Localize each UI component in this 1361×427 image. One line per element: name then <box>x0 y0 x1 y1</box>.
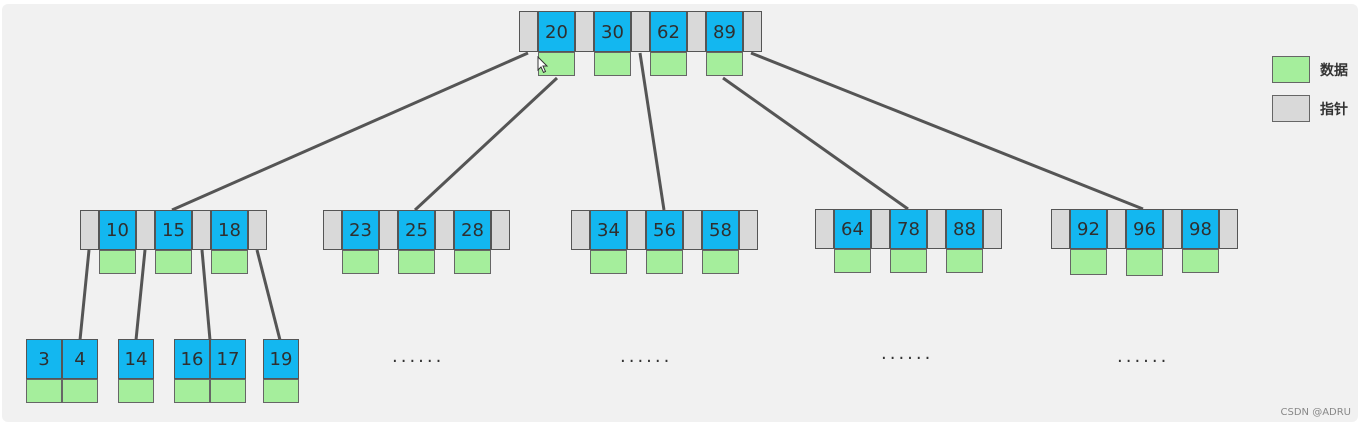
root-data-cell <box>650 52 687 76</box>
pointer-cell <box>379 210 398 250</box>
key-cell: 96 <box>1126 209 1163 249</box>
pointer-cell <box>627 210 646 250</box>
pointer-cell <box>323 210 342 250</box>
key-cell: 98 <box>1182 209 1219 249</box>
root-pointer-cell <box>519 11 538 52</box>
pointer-cell <box>491 210 510 250</box>
leaf-key-cell: 16 <box>174 339 210 379</box>
pointer-cell <box>1219 209 1238 249</box>
root-data-cell <box>706 52 743 76</box>
leaf-key-cell: 3 <box>26 339 62 379</box>
key-cell: 18 <box>211 210 248 250</box>
data-cell <box>1182 249 1219 273</box>
pointer-cell <box>871 209 890 249</box>
legend-data-swatch <box>1272 56 1310 83</box>
pointer-cell <box>815 209 834 249</box>
leaf-data-cell <box>263 379 299 403</box>
leaf-key-cell: 4 <box>62 339 98 379</box>
leaf-key-cell: 14 <box>118 339 154 379</box>
data-cell <box>99 250 136 274</box>
key-cell: 23 <box>342 210 379 250</box>
root-pointer-cell <box>575 11 594 52</box>
pointer-cell <box>136 210 155 250</box>
pointer-cell <box>80 210 99 250</box>
edge-node-10-to-leaf-16-17 <box>200 249 212 341</box>
root-key-cell: 89 <box>706 11 743 52</box>
data-cell <box>946 249 983 273</box>
key-cell: 58 <box>702 210 739 250</box>
key-cell: 88 <box>946 209 983 249</box>
edge-root-to-node-23-25-28 <box>413 76 559 212</box>
root-key-cell: 30 <box>594 11 631 52</box>
edge-root-to-node-64-78-88 <box>722 76 909 211</box>
key-cell: 56 <box>646 210 683 250</box>
key-cell: 28 <box>454 210 491 250</box>
data-cell <box>890 249 927 273</box>
key-cell: 34 <box>590 210 627 250</box>
pointer-cell <box>927 209 946 249</box>
pointer-cell <box>435 210 454 250</box>
ellipsis: ...... <box>881 343 934 364</box>
legend-pointer-swatch <box>1272 95 1310 122</box>
data-cell <box>646 250 683 274</box>
key-cell: 15 <box>155 210 192 250</box>
pointer-cell <box>1051 209 1070 249</box>
key-cell: 78 <box>890 209 927 249</box>
leaf-key-cell: 19 <box>263 339 299 379</box>
data-cell <box>834 249 871 273</box>
mouse-cursor-icon <box>537 56 549 74</box>
leaf-data-cell <box>210 379 246 403</box>
edge-root-to-node-10-15-18 <box>171 51 529 212</box>
root-key-cell: 62 <box>650 11 687 52</box>
pointer-cell <box>571 210 590 250</box>
key-cell: 92 <box>1070 209 1107 249</box>
ellipsis: ...... <box>620 346 673 367</box>
root-pointer-cell <box>687 11 706 52</box>
leaf-data-cell <box>174 379 210 403</box>
root-data-cell <box>594 52 631 76</box>
pointer-cell <box>248 210 267 250</box>
pointer-cell <box>1107 209 1126 249</box>
data-cell <box>342 250 379 274</box>
legend-pointer-label: 指针 <box>1320 102 1348 118</box>
legend-data-label: 数据 <box>1320 63 1348 79</box>
pointer-cell <box>683 210 702 250</box>
data-cell <box>454 250 491 274</box>
root-key-cell: 20 <box>538 11 575 52</box>
data-cell <box>1070 249 1107 275</box>
data-cell <box>211 250 248 274</box>
edge-root-to-node-34-56-58 <box>638 52 666 211</box>
edge-node-10-to-leaf-19 <box>255 249 282 341</box>
pointer-cell <box>192 210 211 250</box>
key-cell: 25 <box>398 210 435 250</box>
key-cell: 64 <box>834 209 871 249</box>
key-cell: 10 <box>99 210 136 250</box>
edge-root-to-node-92-96-98 <box>750 51 1144 211</box>
pointer-cell <box>1163 209 1182 249</box>
ellipsis: ...... <box>1117 346 1170 367</box>
data-cell <box>155 250 192 274</box>
watermark: CSDN @ADRU <box>1280 407 1352 418</box>
leaf-key-cell: 17 <box>210 339 246 379</box>
leaf-data-cell <box>26 379 62 403</box>
leaf-data-cell <box>62 379 98 403</box>
root-pointer-cell <box>631 11 650 52</box>
pointer-cell <box>739 210 758 250</box>
data-cell <box>398 250 435 274</box>
data-cell <box>702 250 739 274</box>
pointer-cell <box>983 209 1002 249</box>
root-pointer-cell <box>743 11 762 52</box>
edge-node-10-to-leaf-14 <box>134 249 147 341</box>
leaf-data-cell <box>118 379 154 403</box>
edge-node-10-to-leaf-3-4 <box>78 249 91 341</box>
ellipsis: ...... <box>392 346 445 367</box>
data-cell <box>1126 249 1163 276</box>
data-cell <box>590 250 627 274</box>
